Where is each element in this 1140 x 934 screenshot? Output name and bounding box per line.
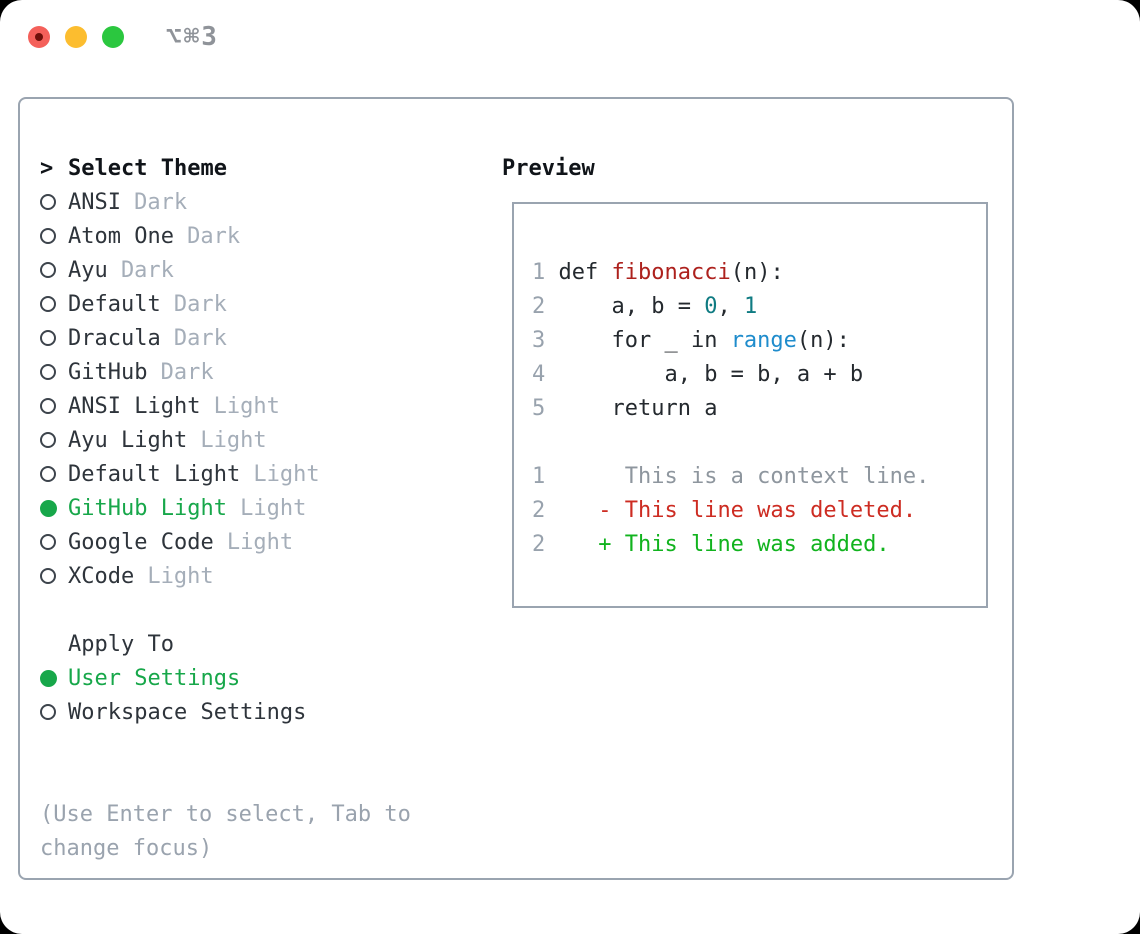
line-number: 5 [532, 395, 546, 421]
theme-variant: Dark [160, 359, 214, 385]
radio-unselected-icon [40, 296, 56, 312]
theme-variant: Light [200, 427, 267, 453]
line-number: 2 [532, 531, 546, 557]
theme-list: > Select Theme ANSI Dark Atom One Dark A… [40, 151, 411, 865]
theme-item-dracula-dark[interactable]: Dracula Dark [40, 321, 411, 355]
theme-item-github-light[interactable]: GitHub Light Light [40, 491, 411, 525]
code-preview: 1 def fibonacci(n): 2 a, b = 0, 1 3 for … [532, 255, 986, 561]
close-button[interactable] [28, 26, 50, 48]
radio-unselected-icon [40, 704, 56, 720]
theme-name: ANSI [68, 189, 121, 215]
code-line: 3 for _ in range(n): [532, 327, 850, 353]
preview-box: 1 def fibonacci(n): 2 a, b = 0, 1 3 for … [512, 202, 988, 608]
theme-name: ANSI Light [68, 393, 201, 419]
code-line-blank [532, 425, 986, 459]
code-line: 2 a, b = 0, 1 [532, 293, 758, 319]
theme-variant: Light [147, 563, 214, 589]
preview-label: Preview [502, 155, 595, 181]
line-number: 2 [532, 497, 546, 523]
line-number: 1 [532, 463, 546, 489]
spacer [40, 729, 411, 763]
theme-variant: Light [253, 461, 320, 487]
theme-name: Default Light [68, 461, 241, 487]
apply-to-option-label: User Settings [68, 665, 241, 691]
theme-item-google-code[interactable]: Google Code Light [40, 525, 411, 559]
theme-item-atom-one-dark[interactable]: Atom One Dark [40, 219, 411, 253]
theme-item-default-light[interactable]: Default Light Light [40, 457, 411, 491]
theme-item-ayu-light[interactable]: Ayu Light Light [40, 423, 411, 457]
select-theme-label: Select Theme [68, 155, 227, 181]
radio-unselected-icon [40, 568, 56, 584]
theme-variant: Dark [173, 325, 227, 351]
theme-name: Atom One [68, 223, 174, 249]
theme-name: GitHub Light [68, 495, 227, 521]
line-number: 1 [532, 259, 546, 285]
keyboard-hint-line-2: change focus) [40, 835, 213, 861]
radio-unselected-icon [40, 364, 56, 380]
theme-name: Ayu [68, 257, 108, 283]
radio-unselected-icon [40, 534, 56, 550]
apply-to-workspace-settings[interactable]: Workspace Settings [40, 695, 411, 729]
apply-to-header: Apply To [40, 627, 411, 661]
line-number: 4 [532, 361, 546, 387]
spacer [40, 763, 411, 797]
theme-variant: Light [213, 393, 280, 419]
theme-name: Google Code [68, 529, 214, 555]
radio-unselected-icon [40, 466, 56, 482]
theme-name: Default [68, 291, 161, 317]
theme-variant: Dark [173, 291, 227, 317]
spacer [40, 593, 411, 627]
line-number: 3 [532, 327, 546, 353]
theme-variant: Dark [187, 223, 241, 249]
theme-variant: Dark [120, 257, 174, 283]
code-line: 1 def fibonacci(n): [532, 259, 784, 285]
theme-name: XCode [68, 563, 135, 589]
radio-unselected-icon [40, 432, 56, 448]
theme-item-ayu-dark[interactable]: Ayu Dark [40, 253, 411, 287]
diff-deleted-line: 2 - This line was deleted. [532, 497, 917, 523]
theme-item-xcode[interactable]: XCode Light [40, 559, 411, 593]
code-line: 4 a, b = b, a + b [532, 361, 864, 387]
diff-context-line: 1 This is a context line. [532, 463, 930, 489]
code-line: 5 return a [532, 395, 718, 421]
theme-name: GitHub [68, 359, 148, 385]
apply-to-label: Apply To [68, 631, 174, 657]
theme-variant: Dark [134, 189, 188, 215]
theme-name: Ayu Light [68, 427, 188, 453]
apply-to-user-settings[interactable]: User Settings [40, 661, 411, 695]
theme-variant: Light [226, 529, 294, 555]
zoom-button[interactable] [102, 26, 124, 48]
radio-selected-icon [40, 499, 57, 517]
theme-item-ansi-dark[interactable]: ANSI Dark [40, 185, 411, 219]
radio-selected-icon [40, 669, 57, 687]
diff-added-line: 2 + This line was added. [532, 531, 890, 557]
radio-unselected-icon [40, 262, 56, 278]
theme-variant: Light [240, 495, 307, 521]
radio-unselected-icon [40, 228, 56, 244]
radio-unselected-icon [40, 398, 56, 414]
theme-item-ansi-light[interactable]: ANSI Light Light [40, 389, 411, 423]
prompt-icon: > [40, 155, 54, 181]
window-title: ⌥⌘3 [166, 22, 219, 52]
radio-unselected-icon [40, 194, 56, 210]
theme-name: Dracula [68, 325, 161, 351]
line-number: 2 [532, 293, 546, 319]
apply-to-option-label: Workspace Settings [68, 699, 307, 725]
select-theme-header: > Select Theme [40, 151, 411, 185]
theme-item-github-dark[interactable]: GitHub Dark [40, 355, 411, 389]
minimize-button[interactable] [65, 26, 87, 48]
radio-unselected-icon [40, 330, 56, 346]
theme-item-default-dark[interactable]: Default Dark [40, 287, 411, 321]
title-bar: ⌥⌘3 [0, 0, 1140, 75]
keyboard-hint-line-1: (Use Enter to select, Tab to [40, 801, 411, 827]
theme-picker-panel: > Select Theme ANSI Dark Atom One Dark A… [18, 97, 1014, 880]
